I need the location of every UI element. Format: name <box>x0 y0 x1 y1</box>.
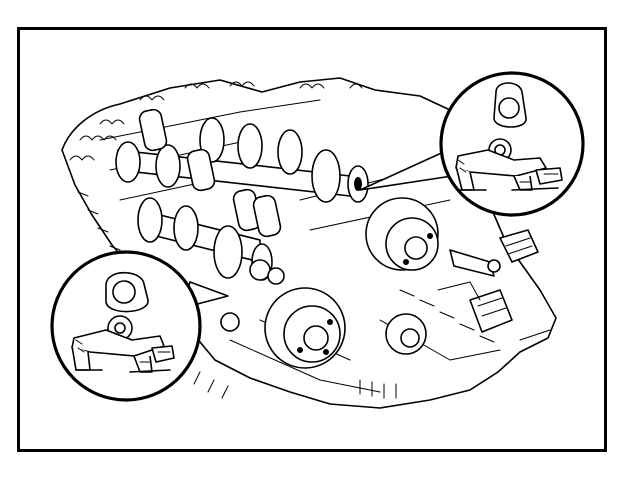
camshaft-icon <box>115 117 369 203</box>
tensioner-icon <box>437 229 551 341</box>
sprocket-icon <box>264 197 501 369</box>
detail-circle-top-right <box>439 71 585 217</box>
bearing-caps-icon <box>138 108 285 332</box>
detail-circle-bottom-left <box>50 250 202 402</box>
callout-leader-top-right <box>359 149 453 191</box>
